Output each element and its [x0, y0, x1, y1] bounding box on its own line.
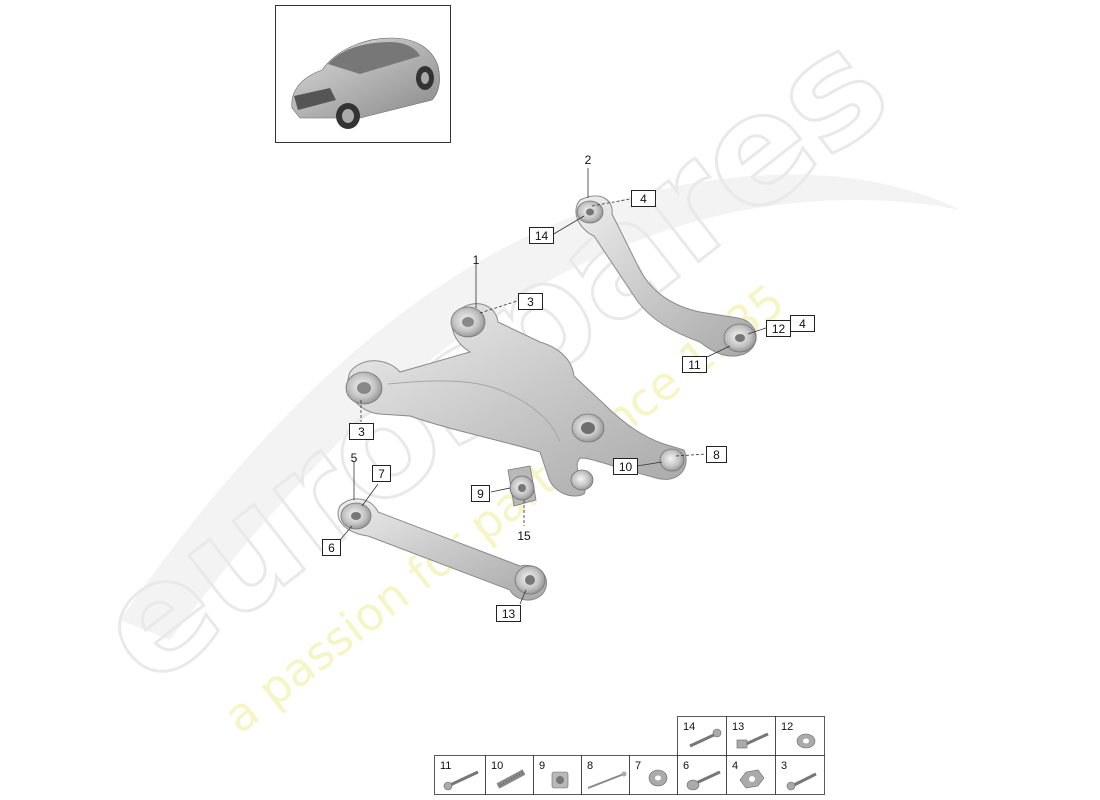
callout-4b: 4 [790, 315, 815, 332]
legend-cell-12: 12 [775, 716, 825, 756]
lower-control-arm [345, 303, 687, 497]
callout-label: 6 [328, 541, 335, 555]
legend-label: 9 [539, 760, 545, 772]
hardware-legend: 14 13 12 11 [434, 716, 825, 795]
toe-link [337, 498, 547, 601]
callout-label: 12 [772, 322, 786, 336]
nut-icon [739, 769, 765, 789]
legend-label: 13 [732, 721, 744, 733]
legend-cell-13: 13 [726, 716, 776, 756]
callout-label: 10 [619, 460, 633, 474]
legend-label: 8 [587, 760, 593, 772]
upper-control-arm [575, 195, 757, 357]
callout-12: 12 [766, 320, 791, 337]
callout-13: 13 [496, 605, 521, 622]
callout-15: 15 [517, 529, 531, 543]
callout-label: 14 [535, 229, 549, 243]
callout-label: 3 [527, 295, 534, 309]
callout-label: 7 [378, 467, 385, 481]
callout-8: 8 [706, 446, 727, 463]
pin-icon [587, 771, 627, 789]
callout-11: 11 [682, 356, 707, 373]
legend-cell-10: 10 [485, 755, 534, 795]
legend-cell-6: 6 [677, 755, 727, 795]
legend-label: 4 [732, 760, 738, 772]
legend-label: 3 [781, 760, 787, 772]
legend-cell-14: 14 [677, 716, 727, 756]
legend-cell-9: 9 [533, 755, 582, 795]
callout-9: 9 [471, 485, 490, 502]
rubber-bushing [507, 465, 537, 507]
callout-3b: 3 [349, 423, 374, 440]
callout-10: 10 [613, 458, 638, 475]
legend-cell-8: 8 [581, 755, 630, 795]
leader-lines [339, 168, 767, 605]
callouts: 2 4 14 1 3 12 4 11 3 [322, 153, 815, 622]
callout-label: 1 [473, 253, 480, 267]
callout-label: 4 [640, 192, 647, 206]
callout-label: 15 [517, 529, 531, 543]
legend-label: 14 [683, 721, 695, 733]
callout-label: 3 [358, 425, 365, 439]
callout-label: 5 [351, 451, 358, 465]
legend-cell-3: 3 [775, 755, 825, 795]
callout-label: 2 [585, 153, 592, 167]
callout-1: 1 [473, 253, 480, 267]
callout-3a: 3 [518, 293, 543, 310]
bolt-icon [689, 728, 722, 748]
callout-2: 2 [585, 153, 592, 167]
car-thumbnail-icon [291, 37, 440, 129]
callout-label: 13 [502, 607, 516, 621]
long-bolt-icon [443, 770, 479, 791]
legend-label: 11 [440, 760, 451, 772]
callout-14: 14 [529, 227, 554, 244]
callout-7: 7 [372, 465, 391, 482]
flange-bolt-icon [686, 770, 721, 791]
legend-label: 7 [635, 760, 641, 772]
legend-cell-4: 4 [726, 755, 776, 795]
callout-5: 5 [351, 451, 358, 465]
flange-bolt-icon [736, 732, 769, 749]
callout-label: 9 [477, 487, 484, 501]
callout-4a: 4 [631, 190, 656, 207]
legend-label: 6 [683, 760, 689, 772]
callout-label: 8 [713, 448, 720, 462]
legend-cell-7: 7 [629, 755, 678, 795]
callout-label: 4 [799, 317, 806, 331]
threaded-bolt-icon [496, 769, 526, 789]
legend-label: 12 [781, 721, 793, 733]
callout-6: 6 [322, 539, 341, 556]
bolt-icon [786, 772, 817, 791]
callout-label: 11 [688, 358, 701, 372]
legend-cell-11: 11 [434, 755, 486, 795]
legend-label: 10 [491, 760, 503, 772]
washer-icon [648, 769, 668, 787]
washer-icon [796, 733, 816, 749]
watermark-swoosh [120, 174, 960, 641]
bushing-icon [551, 771, 569, 789]
vehicle-thumbnail [275, 5, 451, 143]
